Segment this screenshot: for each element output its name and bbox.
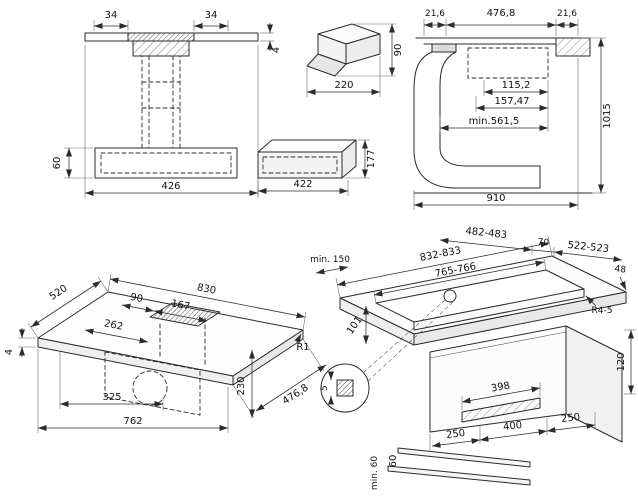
inlet-housing xyxy=(132,40,190,57)
dim-plinth-height: 60 xyxy=(388,455,399,468)
dim-total-depth-range: 522-523 xyxy=(567,240,610,255)
floor-strip xyxy=(387,465,531,486)
hob-isometric-view: 520 830 90 167 262 4 325 762 476,8 xyxy=(4,273,327,433)
dim-edge-left: 21,6 xyxy=(425,9,445,19)
dim-duct-height: 177 xyxy=(366,149,377,168)
dim-min-depth: min.561,5 xyxy=(469,116,520,127)
dim-elbow-height: 90 xyxy=(393,44,404,57)
dim-rear-edge: 48 xyxy=(614,264,627,275)
dim-base-right: 250 xyxy=(561,412,581,425)
motor-unit xyxy=(467,47,549,79)
dim-hob-width: 476,8 xyxy=(487,8,516,19)
dim-total-depth: 910 xyxy=(486,193,505,204)
flat-duct-view: 177 422 xyxy=(257,139,377,196)
dim-hob-glass-thickness: 4 xyxy=(4,349,15,355)
dim-inlet-offset: 90 xyxy=(129,292,144,305)
dim-total-height: 230 xyxy=(236,376,247,395)
detail-circle xyxy=(320,363,370,413)
cabinet-side xyxy=(565,325,623,443)
dim-plenum-height: 60 xyxy=(52,157,63,170)
dim-motor-depth: 115,2 xyxy=(502,80,531,91)
dim-min-floor-clearance: min. 60 xyxy=(370,456,380,490)
dim-edge-right: 21,6 xyxy=(557,9,577,19)
duct-elbow-view: 90 220 xyxy=(306,23,404,97)
front-section-view: 34 34 4 60 426 xyxy=(52,10,282,198)
dim-base-width: 762 xyxy=(123,416,142,427)
dim-inlet-offset-left: 34 xyxy=(105,10,118,21)
dim-duct-length: 422 xyxy=(293,179,312,190)
worktop-section xyxy=(555,37,591,57)
dim-inlet-depth-offset: 262 xyxy=(103,318,124,332)
dim-min-side-clearance: min. 150 xyxy=(310,255,350,265)
plinth-strip xyxy=(397,447,531,468)
elbow-flange xyxy=(306,53,347,77)
duct-inner-curve xyxy=(439,51,541,167)
dim-total-height: 1015 xyxy=(602,103,613,128)
panel-section xyxy=(336,379,354,397)
extractor-inlet xyxy=(127,32,195,42)
dim-overall-width: 426 xyxy=(161,181,180,192)
dim-elbow-length: 220 xyxy=(334,80,353,91)
dim-hob-width: 830 xyxy=(196,282,217,296)
motor-assembly xyxy=(104,351,201,416)
dim-motor-clearance: 157,47 xyxy=(495,96,530,107)
dim-inlet-offset-right: 34 xyxy=(205,10,218,21)
downdraft-inlet xyxy=(431,43,457,53)
dim-panel-thickness: 5 xyxy=(320,385,330,391)
dim-cutout-depth-range: 482-483 xyxy=(465,226,508,241)
dim-base-left: 250 xyxy=(446,428,466,441)
dim-corner-radius: R1 xyxy=(296,342,309,353)
dim-base-center: 400 xyxy=(503,420,523,433)
plenum-box xyxy=(94,147,238,179)
worktop-cutout-view: 5 min. 150 832-833 765-766 482-483 70 52… xyxy=(310,226,636,490)
dim-motor-offset: 325 xyxy=(102,392,121,403)
dim-vent-width: 398 xyxy=(490,380,511,394)
side-installation-view: 21,6 476,8 21,6 115,2 157,47 min.561,5 1… xyxy=(413,8,613,210)
dim-glass-thickness: 4 xyxy=(271,47,282,53)
duct-outer-curve xyxy=(413,51,541,189)
dim-side-clearance: 120 xyxy=(616,352,627,371)
dim-rear-gap: 70 xyxy=(537,237,550,248)
fan-unit xyxy=(132,370,168,406)
dim-inlet-width: 167 xyxy=(170,298,191,312)
dim-cutout-corner-radius: R4-5 xyxy=(592,306,613,316)
